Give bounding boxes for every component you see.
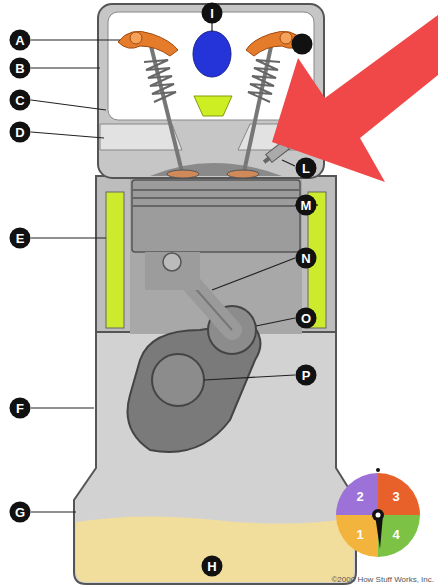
stroke-number: 3 <box>392 490 399 503</box>
piston <box>132 189 300 191</box>
copyright-note: ©2000 How Stuff Works, Inc. <box>331 576 434 584</box>
stroke-number: 1 <box>356 528 363 541</box>
valve-spring <box>248 60 280 102</box>
stroke-number: 2 <box>356 490 363 503</box>
camshaft <box>193 31 231 77</box>
stroke-wheel <box>376 468 380 472</box>
leader-line <box>31 39 120 40</box>
crank-journal <box>152 354 204 406</box>
callout-letter: I <box>202 3 223 24</box>
cylinder-block <box>96 176 336 334</box>
cylinder-block <box>130 178 302 334</box>
valve <box>227 170 259 178</box>
leader-line <box>31 407 94 408</box>
stroke-wheel <box>336 515 378 557</box>
red-arrow <box>272 15 438 182</box>
stroke-wheel <box>372 509 384 521</box>
stroke-wheel <box>378 515 420 557</box>
callout-letter: L <box>296 158 317 179</box>
callout-letter: F <box>10 398 31 419</box>
hidden-callout <box>292 34 313 55</box>
piston <box>145 252 200 290</box>
hidden-callout <box>292 34 313 55</box>
callout-letter: B <box>10 58 31 79</box>
leader-line <box>211 23 212 32</box>
callout-letter: D <box>10 122 31 143</box>
cylinder-block <box>106 192 124 328</box>
piston <box>132 180 300 290</box>
red-arrow <box>272 15 438 182</box>
rocker-arm <box>130 32 142 44</box>
stroke-wheel <box>376 513 381 518</box>
leader-line <box>31 511 76 512</box>
piston <box>163 253 181 271</box>
leader-line <box>31 100 106 110</box>
stroke-wheel <box>336 468 420 557</box>
spark-plug <box>263 156 271 163</box>
callout-letter: H <box>202 556 223 577</box>
rocker-arm <box>118 31 178 56</box>
valve-cover-shape <box>194 96 232 116</box>
callout-letter: N <box>296 248 317 269</box>
piston <box>132 180 300 252</box>
piston <box>132 197 300 199</box>
oil-sump <box>76 516 354 582</box>
callout-letter: O <box>296 308 317 329</box>
valve-spring <box>144 60 176 102</box>
cylinder-head <box>108 12 314 120</box>
stroke-wheel <box>378 473 420 515</box>
piston <box>132 205 300 207</box>
callout-letter: E <box>10 228 31 249</box>
callout-letter: P <box>296 365 317 386</box>
leader-line <box>31 237 106 238</box>
rocker-arm <box>280 32 292 44</box>
leader-line <box>31 23 318 512</box>
callout-letter: M <box>296 195 317 216</box>
stroke-number: 4 <box>392 528 399 541</box>
callout-letter: C <box>10 90 31 111</box>
leader-line <box>31 132 104 138</box>
leader-line <box>282 160 295 166</box>
oil-sump <box>76 516 354 582</box>
callout-letter: A <box>10 30 31 51</box>
leader-line <box>256 318 295 326</box>
callout-letter: G <box>10 502 31 523</box>
leader-line <box>31 67 100 68</box>
valve <box>167 170 199 178</box>
leader-line <box>204 375 295 380</box>
leader-line <box>212 258 295 290</box>
crank-journal <box>152 354 204 406</box>
camshaft <box>193 31 231 77</box>
valve-cover-shape <box>194 96 232 116</box>
stroke-wheel <box>336 473 378 515</box>
